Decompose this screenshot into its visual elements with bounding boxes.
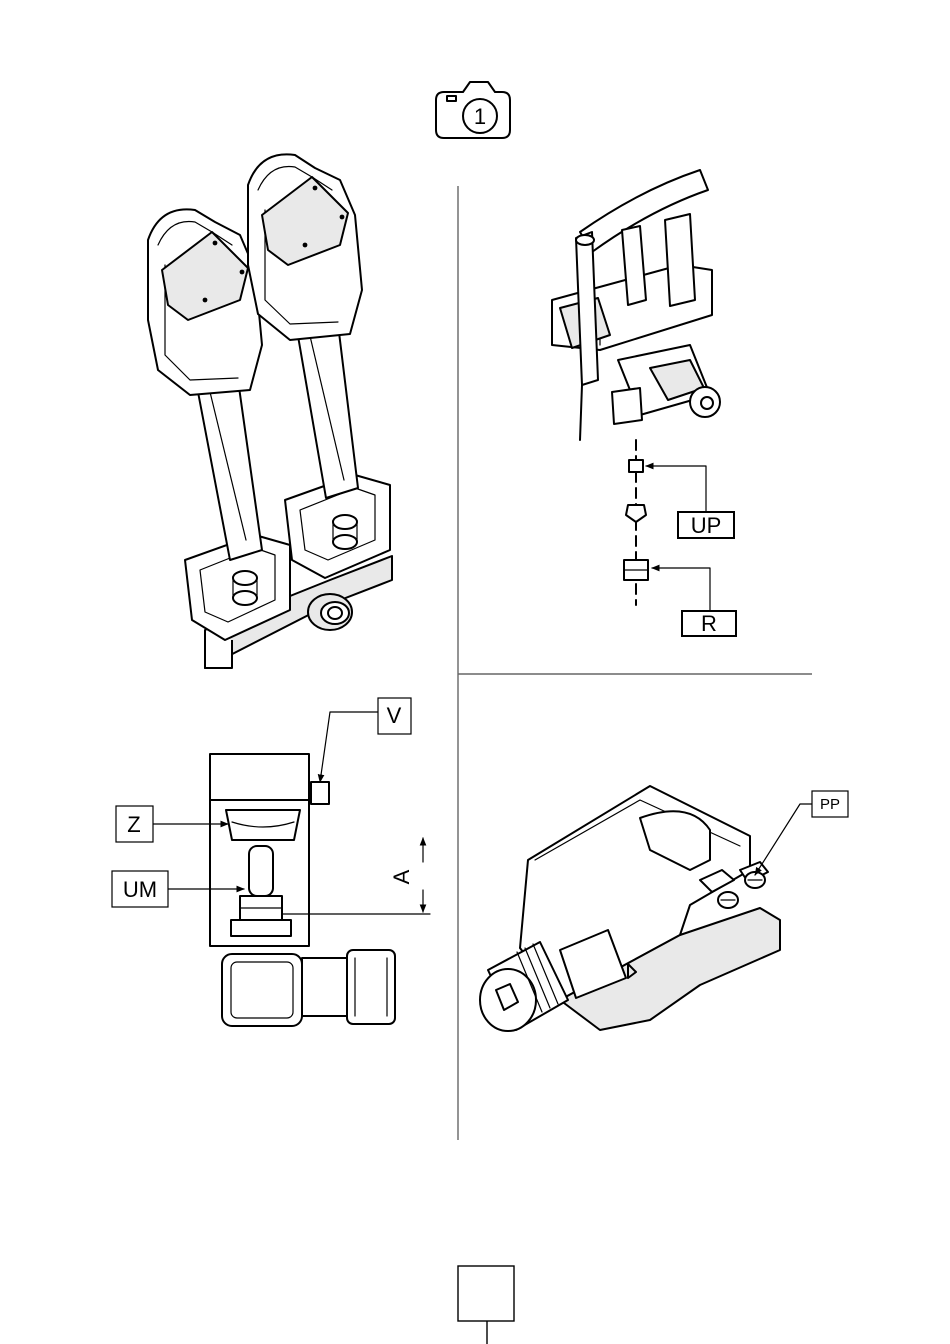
um-label: UM	[123, 877, 157, 902]
a-dimension-label: A	[389, 869, 414, 884]
photo-number: 1	[474, 104, 486, 129]
v-label: V	[387, 703, 402, 728]
up-label: UP	[691, 513, 722, 538]
r-label: R	[701, 611, 717, 636]
pilot-head-drawing	[552, 170, 720, 605]
gas-valve-drawing	[480, 786, 780, 1031]
z-label: Z	[127, 812, 140, 837]
pilot-burner-assembly-drawing	[148, 154, 392, 668]
page-number-box	[458, 1266, 514, 1321]
pp-label: PP	[820, 796, 840, 813]
section-view-drawing	[210, 754, 395, 1026]
